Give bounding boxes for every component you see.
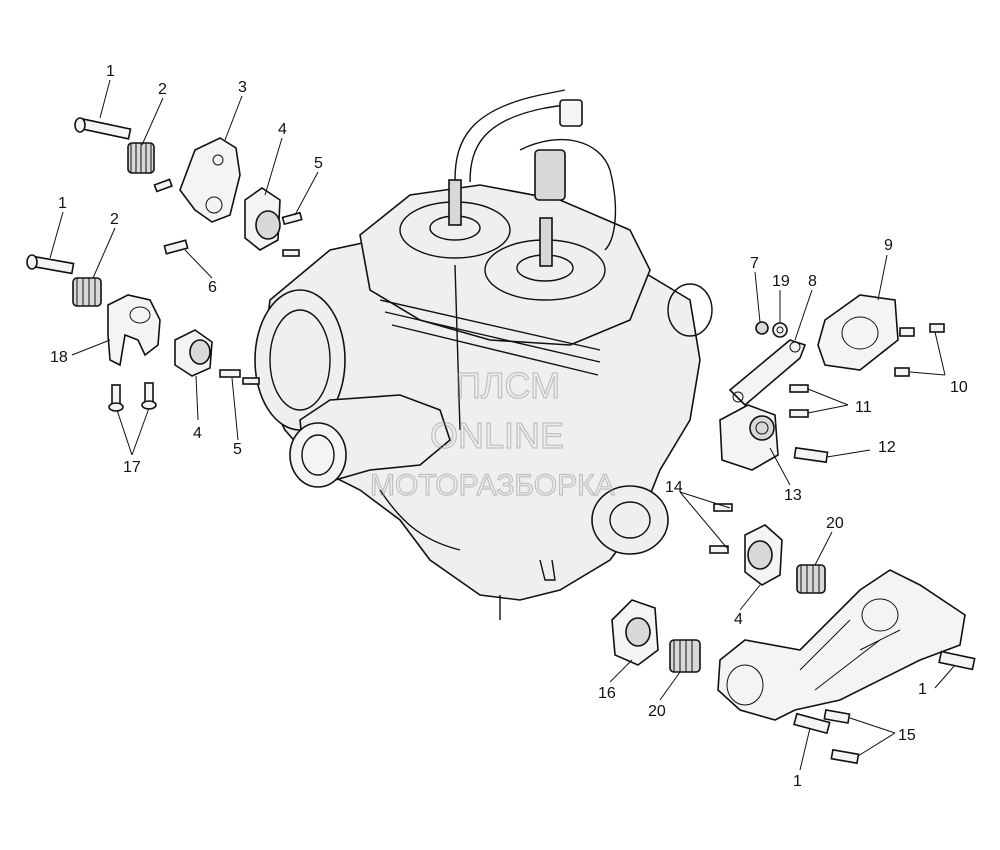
spark-plug-left — [448, 179, 462, 226]
callout-16: 16 — [598, 685, 616, 702]
callout-4-top: 4 — [278, 121, 287, 138]
callout-labels: 1 2 3 4 5 1 2 6 18 4 5 17 7 19 8 9 10 11… — [50, 63, 968, 790]
damper-part-2-top — [127, 142, 155, 174]
callout-17: 17 — [123, 459, 141, 476]
bracket-part-3 — [179, 137, 241, 223]
callout-8: 8 — [808, 273, 817, 290]
callout-7: 7 — [750, 255, 759, 272]
watermark-line-3: МОТОРАЗБОРКА — [370, 469, 615, 502]
lower-right-bracket-group — [611, 569, 976, 765]
sensor-connector — [534, 149, 566, 201]
exhaust-port — [289, 422, 347, 488]
callout-5-mid: 5 — [233, 441, 242, 458]
mid-left-mount-group — [26, 254, 260, 412]
mount-plate-part-9 — [817, 294, 899, 371]
callout-3: 3 — [238, 79, 247, 96]
callout-14: 14 — [665, 479, 683, 496]
mount-part-4-mid — [174, 329, 213, 377]
spark-plug-right — [539, 217, 553, 267]
engine-bracket — [717, 569, 966, 721]
callout-2-top: 2 — [158, 81, 167, 98]
washer-part-19 — [772, 322, 788, 338]
damper-part-20-upper — [796, 564, 826, 594]
callout-1-top: 1 — [106, 63, 115, 80]
bracket-part-18 — [107, 294, 161, 367]
bolt-part-1-top — [74, 117, 132, 140]
watermark-line-2: ONLINE — [430, 415, 564, 456]
callout-18: 18 — [50, 349, 68, 366]
upper-left-mount-group — [74, 117, 303, 257]
callout-12: 12 — [878, 439, 896, 456]
callout-4-mid: 4 — [193, 425, 202, 442]
callout-20-lower: 20 — [648, 703, 666, 720]
callout-19: 19 — [772, 273, 790, 290]
callout-4-lower: 4 — [734, 611, 743, 628]
callout-5-top: 5 — [314, 155, 323, 172]
engine-assembly — [254, 89, 713, 620]
bolt-part-1-mid — [26, 254, 75, 275]
callout-1-mid: 1 — [58, 195, 67, 212]
damper-part-20-lower — [669, 639, 701, 673]
right-mount-group — [709, 294, 945, 594]
nut-part-7 — [755, 321, 769, 335]
leader-lines — [49, 79, 956, 771]
callout-2-mid: 2 — [110, 211, 119, 228]
callout-9: 9 — [884, 237, 893, 254]
callout-1-bottom: 1 — [793, 773, 802, 790]
coolant-hose — [454, 89, 566, 181]
cylinder-head — [359, 184, 651, 346]
mount-part-4-top — [244, 187, 281, 251]
watermark-line-1: ПЛСМ — [455, 365, 560, 406]
watermark: ПЛСМ ONLINE МОТОРАЗБОРКА — [369, 364, 615, 502]
callout-1-right: 1 — [918, 681, 927, 698]
throttle-body — [667, 283, 713, 337]
callout-20-upper: 20 — [826, 515, 844, 532]
callout-15: 15 — [898, 727, 916, 744]
mount-part-4-lower — [744, 524, 783, 586]
callout-10: 10 — [950, 379, 968, 396]
output-shaft-housing — [591, 485, 669, 555]
damper-part-2-mid — [72, 277, 102, 307]
callout-11: 11 — [855, 399, 872, 416]
callout-6: 6 — [208, 279, 217, 296]
callout-13: 13 — [784, 487, 802, 504]
link-arm-part-8 — [728, 339, 807, 407]
